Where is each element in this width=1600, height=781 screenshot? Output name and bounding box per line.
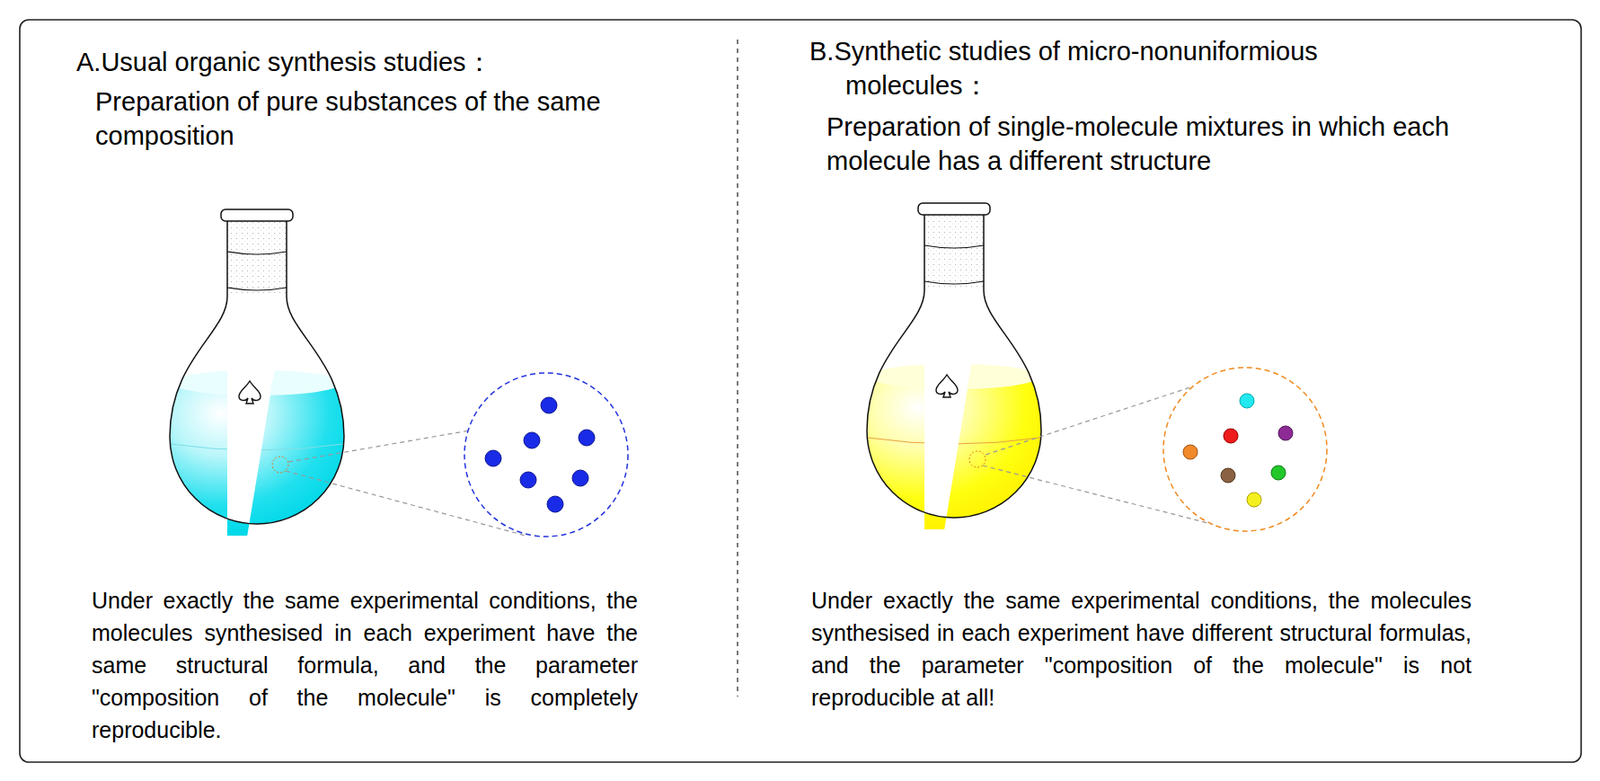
zoom-circle — [464, 372, 628, 537]
panel-subheading: Preparation of single-molecule mixtures … — [826, 109, 1492, 178]
spade-symbol — [238, 380, 261, 404]
ground-glass — [924, 210, 984, 287]
sample-circle — [969, 450, 986, 468]
joint-lines — [924, 245, 984, 284]
ground-glass — [227, 216, 287, 293]
divider-line — [736, 39, 738, 697]
liquid-line — [170, 443, 344, 451]
molecule — [1220, 468, 1236, 483]
liquid-body — [864, 376, 1044, 530]
molecule — [578, 429, 595, 446]
panel-heading: B.Synthetic studies of micro-nonuniformi… — [809, 34, 1439, 103]
joint-lines — [227, 251, 287, 291]
flask-outline — [169, 220, 345, 524]
molecule — [1183, 444, 1198, 460]
flask-a — [167, 209, 347, 536]
molecule — [520, 471, 537, 488]
panel-heading: A.Usual organic synthesis studies： — [76, 44, 706, 80]
zoom-line — [288, 428, 480, 462]
molecule — [1239, 393, 1255, 408]
liquid-a — [167, 370, 347, 536]
molecule — [547, 495, 564, 513]
flask-outline — [866, 214, 1042, 518]
liquid-body — [167, 382, 347, 536]
panel-subheading: Preparation of pure substances of the sa… — [95, 84, 617, 153]
sample-circle — [272, 456, 289, 473]
molecule — [572, 469, 589, 487]
molecule — [1271, 465, 1286, 480]
zoom-circle — [1163, 367, 1327, 531]
flask-b — [864, 203, 1044, 530]
spade-symbol — [936, 374, 958, 398]
panel-note: Under exactly the same experimental cond… — [91, 583, 638, 746]
panel-note: Under exactly the same experimental cond… — [811, 583, 1472, 714]
liquid-line — [867, 437, 1041, 444]
molecule — [485, 450, 502, 467]
molecule — [523, 432, 540, 449]
molecule — [540, 397, 557, 414]
molecule — [1278, 425, 1293, 441]
molecule — [1223, 428, 1238, 443]
outer-frame — [19, 19, 1582, 762]
molecule — [1246, 492, 1262, 507]
liquid-b — [864, 363, 1044, 530]
flask-rim — [918, 203, 991, 215]
flask-rim — [220, 209, 293, 221]
molecules-a — [485, 397, 595, 513]
molecules-b — [1183, 393, 1293, 507]
